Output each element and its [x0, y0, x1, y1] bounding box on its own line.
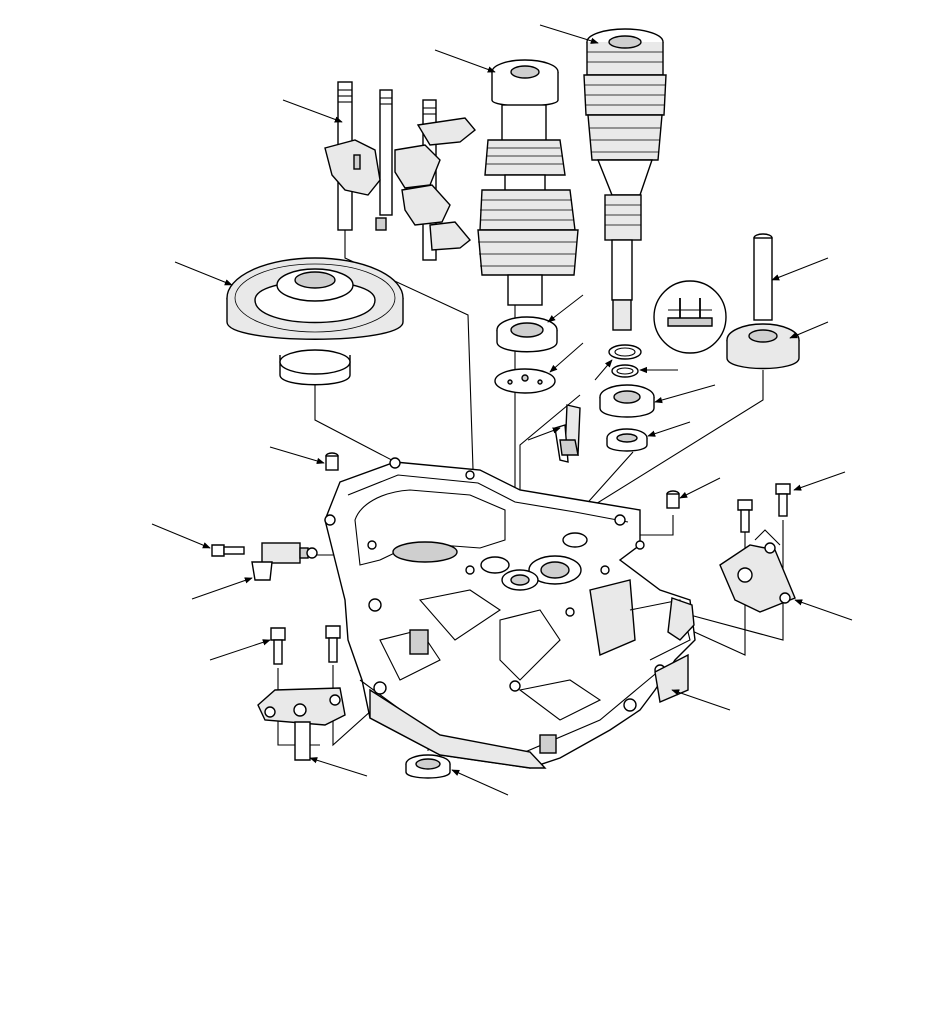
- callout-leaders: [151, 24, 853, 796]
- dowel-pin-right: [666, 490, 680, 509]
- countershaft-bearing: [496, 316, 558, 353]
- back-up-light-switch-bolt: [211, 544, 245, 557]
- bracket-bolts: [270, 625, 341, 665]
- oil-guide-plate: [494, 368, 556, 394]
- differential-oil-seal: [405, 754, 451, 779]
- shift-fork-shafts-assembly: [324, 81, 476, 261]
- clutch-housing: [324, 457, 696, 769]
- oil-gutter-plate: [554, 404, 581, 463]
- dowel-pin-left: [325, 452, 339, 471]
- spring-washer: [608, 344, 642, 378]
- back-up-light-switch: [251, 542, 318, 581]
- snap-ring-detail: [653, 280, 727, 354]
- bolts-shift-arm: [737, 483, 791, 533]
- mainshaft-bearing: [599, 384, 655, 418]
- reverse-idler-gear: [726, 323, 800, 370]
- mainshaft-oil-seal: [606, 428, 648, 452]
- differential-assembly: [226, 257, 404, 386]
- harness-bracket: [257, 687, 346, 761]
- shift-arm-holder: [719, 529, 796, 613]
- reverse-idler-shaft: [753, 233, 773, 321]
- countershaft-assembly: [477, 59, 579, 306]
- mainshaft-assembly: [583, 28, 667, 331]
